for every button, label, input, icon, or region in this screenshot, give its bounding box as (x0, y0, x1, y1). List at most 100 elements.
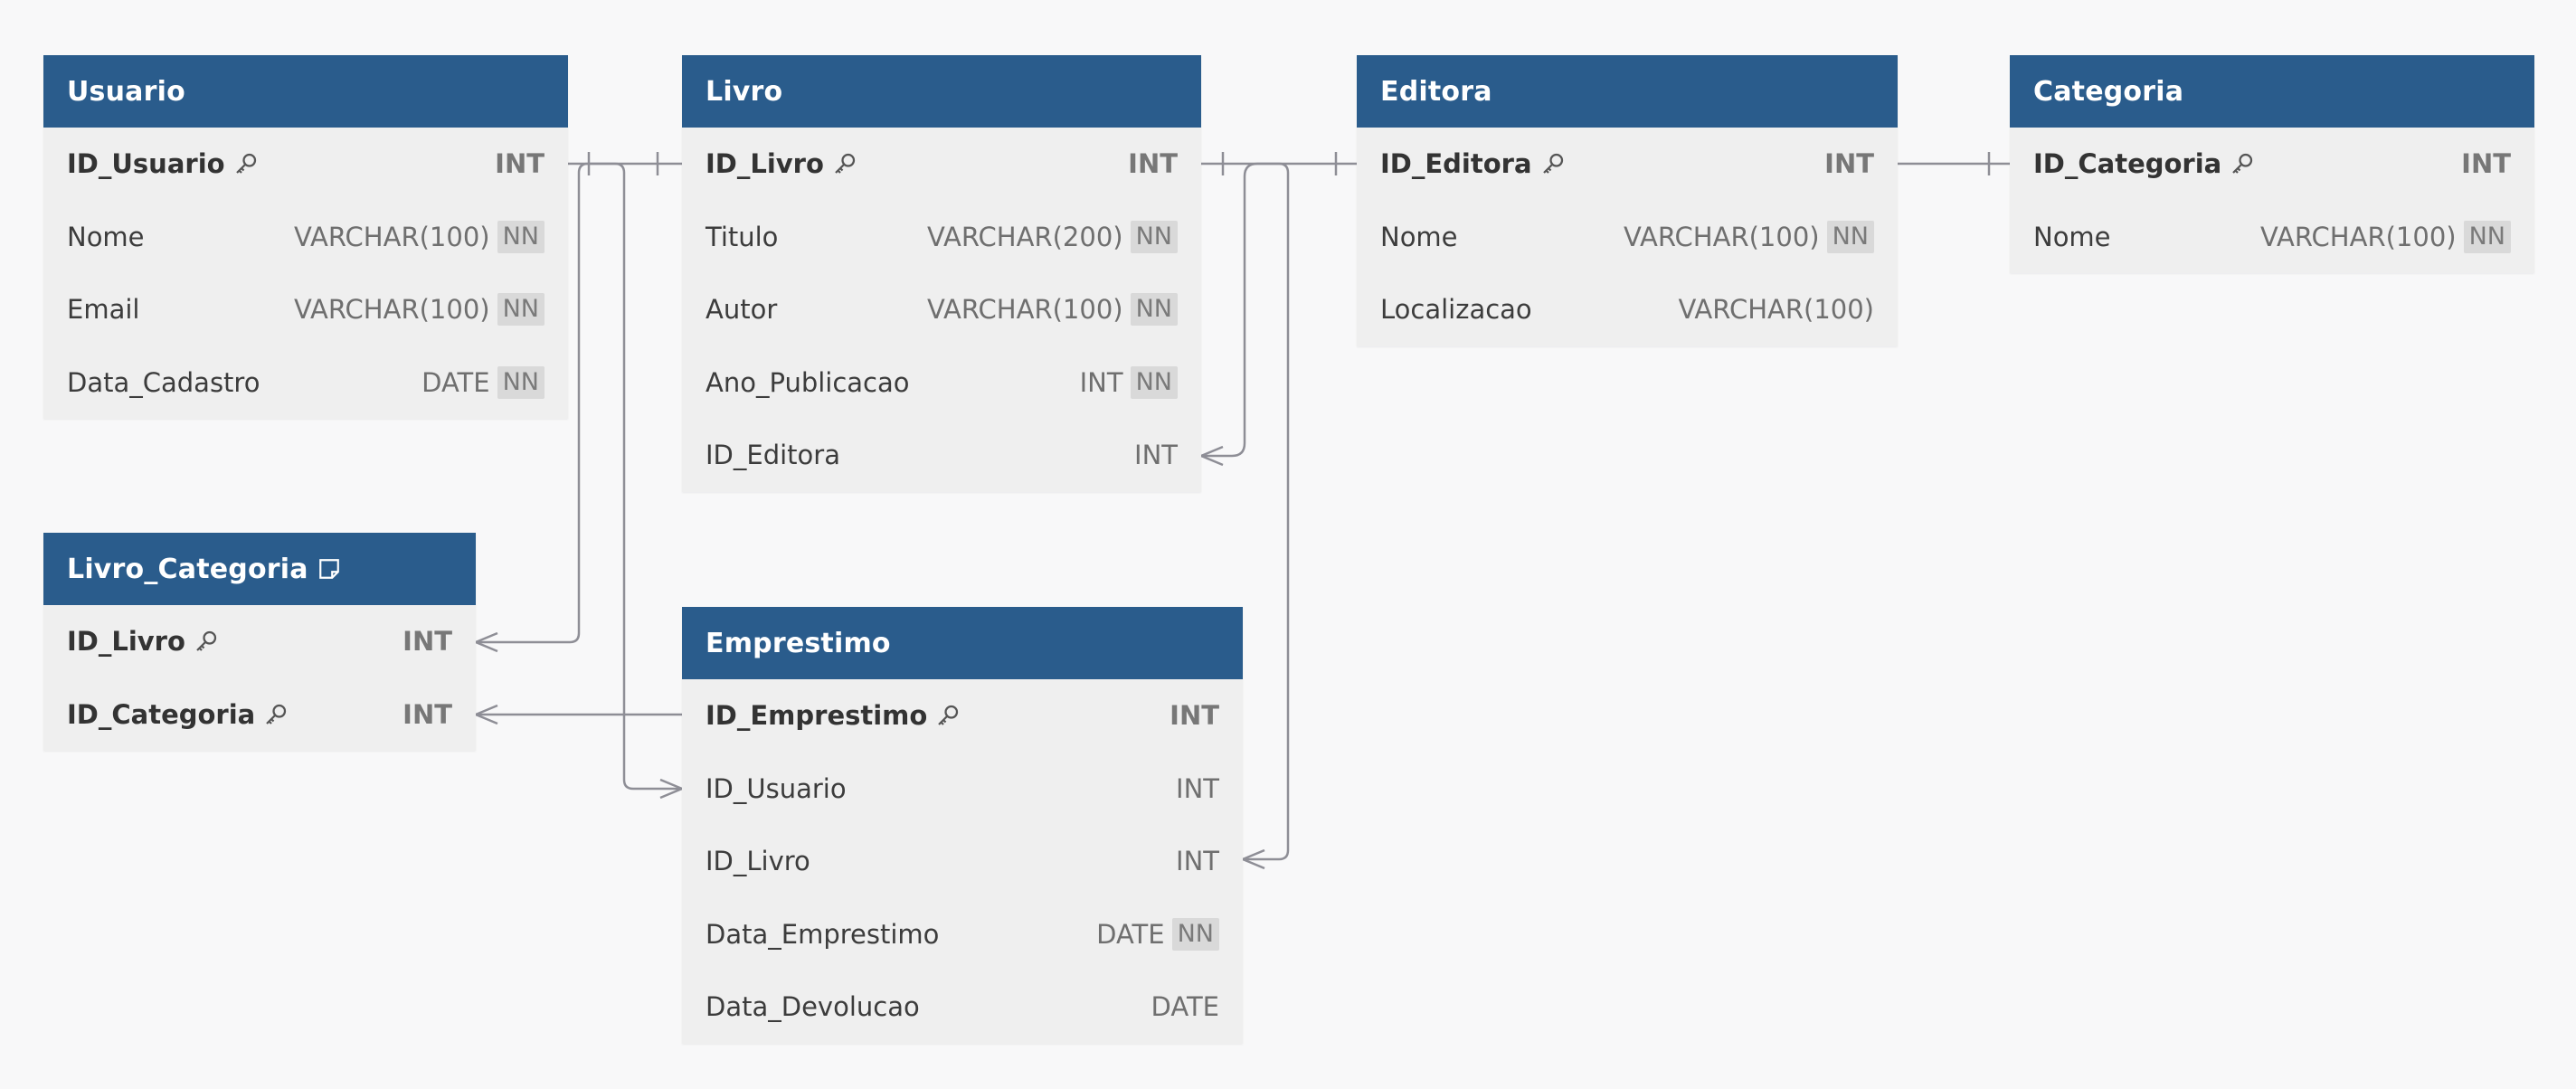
column-type: INT (2461, 148, 2511, 180)
column-type: VARCHAR(100) (2260, 221, 2457, 252)
column-name: ID_Editora (706, 440, 840, 471)
column-type: INT (402, 698, 452, 730)
table-header[interactable]: Usuario (43, 55, 568, 128)
column-type: VARCHAR(100) (294, 294, 490, 326)
table-title: Livro_Categoria (67, 553, 308, 585)
table-livro-categoria[interactable]: Livro_Categoria ID_Livro INT ID_Categori… (43, 533, 476, 751)
column-name: ID_Livro (706, 846, 810, 877)
table-title: Editora (1380, 75, 1492, 108)
column-name: ID_Editora (1380, 148, 1532, 180)
column-type: DATE (1151, 991, 1219, 1023)
table-header[interactable]: Categoria (2010, 55, 2534, 128)
table-row[interactable]: Nome VARCHAR(100) NN (1357, 201, 1898, 274)
table-row[interactable]: ID_Emprestimo INT (682, 679, 1243, 753)
column-name: Data_Devolucao (706, 991, 920, 1023)
table-row[interactable]: ID_Usuario INT (43, 128, 568, 201)
column-type: INT (1128, 148, 1178, 180)
table-row[interactable]: Ano_Publicacao INT NN (682, 346, 1201, 420)
rel-emprestimo-livro-many-marker (1242, 848, 1265, 870)
column-type: INT (1176, 772, 1219, 804)
not-null-badge: NN (2463, 220, 2511, 253)
table-usuario[interactable]: Usuario ID_Usuario INT Nome VARCHAR(100)… (43, 55, 568, 419)
table-header[interactable]: Editora (1357, 55, 1898, 128)
column-name: ID_Livro (67, 626, 185, 658)
table-row[interactable]: ID_Categoria INT (43, 678, 476, 752)
table-row[interactable]: ID_Editora INT (682, 419, 1201, 492)
table-row[interactable]: Data_Cadastro DATE NN (43, 346, 568, 420)
column-type: INT (495, 148, 545, 180)
table-row[interactable]: Autor VARCHAR(100) NN (682, 273, 1201, 346)
table-row[interactable]: Data_Devolucao DATE (682, 971, 1243, 1044)
table-row[interactable]: Nome VARCHAR(100) NN (2010, 201, 2534, 274)
table-row[interactable]: ID_Usuario INT (682, 753, 1243, 826)
column-type: VARCHAR(200) (927, 221, 1123, 252)
table-row[interactable]: Nome VARCHAR(100) NN (43, 201, 568, 274)
column-name: ID_Categoria (67, 698, 256, 730)
column-name: ID_Livro (706, 148, 824, 180)
note-icon[interactable] (317, 557, 341, 581)
column-type: INT (1079, 366, 1123, 398)
table-row[interactable]: Titulo VARCHAR(200) NN (682, 201, 1201, 274)
table-categoria[interactable]: Categoria ID_Categoria INT Nome VARCHAR(… (2010, 55, 2534, 273)
table-title: Livro (706, 75, 783, 108)
not-null-badge: NN (497, 293, 545, 327)
table-row[interactable]: Localizacao VARCHAR(100) (1357, 273, 1898, 346)
column-type: VARCHAR(100) (1678, 294, 1874, 326)
column-type: VARCHAR(100) (294, 221, 490, 252)
table-row[interactable]: Data_Emprestimo DATE NN (682, 898, 1243, 971)
column-name: ID_Usuario (706, 772, 847, 804)
key-icon (235, 154, 256, 175)
table-row[interactable]: ID_Editora INT (1357, 128, 1898, 201)
key-icon (2232, 154, 2253, 175)
key-icon (266, 704, 287, 724)
table-row[interactable]: ID_Livro INT (682, 825, 1243, 898)
not-null-badge: NN (1826, 220, 1874, 253)
column-type: DATE (1096, 918, 1165, 950)
column-type: INT (1170, 700, 1219, 732)
rel-usuario-emprestimo (568, 162, 682, 791)
column-type: INT (1176, 846, 1219, 877)
key-icon (1542, 154, 1563, 175)
table-row[interactable]: ID_Livro INT (682, 128, 1201, 201)
column-name: Localizacao (1380, 294, 1532, 326)
rel-lc-categoria-many-marker (475, 704, 498, 725)
column-name: Data_Cadastro (67, 366, 260, 398)
rel-emprestimo-many-marker (659, 778, 683, 800)
table-row[interactable]: Email VARCHAR(100) NN (43, 273, 568, 346)
column-type: INT (1824, 148, 1874, 180)
table-row[interactable]: ID_Categoria INT (2010, 128, 2534, 201)
column-name: Ano_Publicacao (706, 366, 910, 398)
key-icon (835, 154, 856, 175)
column-name: ID_Emprestimo (706, 700, 928, 732)
column-name: Autor (706, 294, 778, 326)
rel-livrocategoria-many-marker (475, 631, 498, 653)
key-icon (196, 631, 217, 652)
table-row[interactable]: ID_Livro INT (43, 605, 476, 678)
column-type: INT (402, 626, 452, 658)
not-null-badge: NN (1130, 220, 1178, 253)
rel-editora-livro (1201, 162, 1357, 458)
table-editora[interactable]: Editora ID_Editora INT Nome VARCHAR(100)… (1357, 55, 1898, 346)
column-name: ID_Usuario (67, 148, 225, 180)
column-name: Titulo (706, 221, 779, 252)
column-name: Nome (1380, 221, 1458, 252)
rel-livro-editora-many-marker (1200, 445, 1224, 467)
column-name: Nome (67, 221, 145, 252)
column-name: ID_Categoria (2033, 148, 2222, 180)
column-type: INT (1134, 440, 1178, 471)
table-header[interactable]: Livro (682, 55, 1201, 128)
not-null-badge: NN (497, 220, 545, 253)
not-null-badge: NN (497, 365, 545, 399)
table-header[interactable]: Livro_Categoria (43, 533, 476, 605)
not-null-badge: NN (1130, 365, 1178, 399)
column-type: DATE (421, 366, 490, 398)
column-type: VARCHAR(100) (1624, 221, 1820, 252)
table-emprestimo[interactable]: Emprestimo ID_Emprestimo INT ID_Usuario … (682, 607, 1243, 1044)
column-name: Data_Emprestimo (706, 918, 940, 950)
table-livro[interactable]: Livro ID_Livro INT Titulo VARCHAR(200) N… (682, 55, 1201, 492)
table-header[interactable]: Emprestimo (682, 607, 1243, 679)
table-title: Usuario (67, 75, 185, 108)
table-title: Emprestimo (706, 627, 891, 659)
column-name: Email (67, 294, 140, 326)
